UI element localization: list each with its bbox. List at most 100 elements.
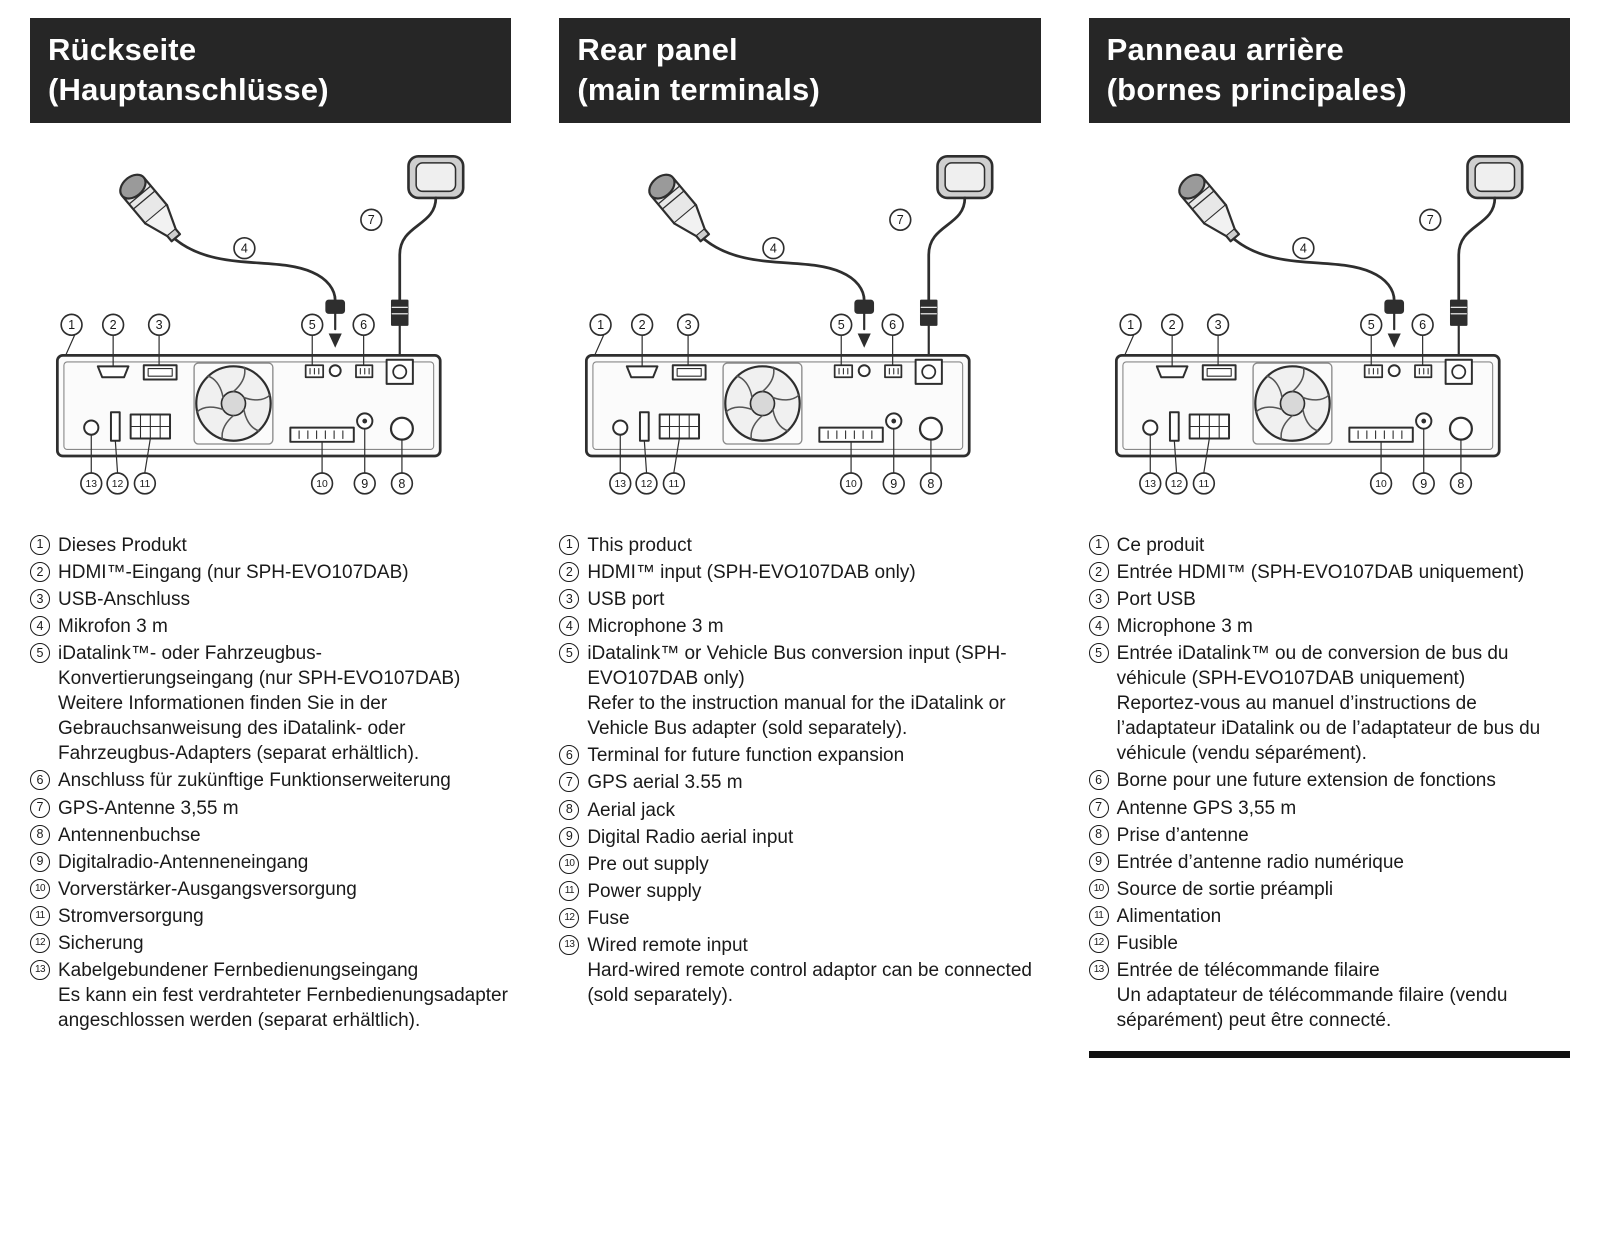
item-text: Entrée HDMI™ (SPH-EVO107DAB uniquement)	[1117, 560, 1570, 585]
gps-antenna-illustration	[1457, 155, 1524, 303]
digital-radio-jack	[356, 412, 374, 431]
callout-9: 9	[882, 472, 906, 495]
list-item: 8 Prise d’antenne	[1088, 823, 1570, 848]
svg-text:2: 2	[1168, 318, 1175, 332]
svg-text:11: 11	[1198, 480, 1209, 491]
svg-text:6: 6	[889, 318, 896, 332]
item-label: Pre out supply	[587, 853, 709, 875]
item-note: Hard-wired remote control adaptor can be…	[587, 959, 1032, 1007]
item-number-badge: 9	[30, 851, 50, 872]
item-label: USB-Anschluss	[58, 588, 190, 610]
svg-text:5: 5	[309, 318, 316, 332]
usb-connector	[142, 364, 178, 381]
item-text: Digitalradio-Antenneneingang	[58, 850, 511, 875]
item-number-badge: 4	[559, 615, 580, 636]
item-number-badge: 12	[30, 932, 50, 953]
item-text: Microphone 3 m	[587, 614, 1040, 639]
item-label: iDatalink™ or Vehicle Bus conversion inp…	[587, 643, 1007, 690]
rear-panel-diagram-german: 1 2 3 4 5 6 7 8 9 10 11 12 13	[30, 141, 511, 518]
fuse	[1168, 411, 1180, 443]
item-label: Stromversorgung	[58, 905, 204, 927]
item-number-badge: 3	[559, 588, 580, 609]
item-label: Sicherung	[58, 932, 144, 954]
idatalink-connector	[1363, 364, 1383, 379]
idatalink-connector	[304, 364, 325, 379]
callout-7: 7	[1418, 208, 1442, 232]
insert-arrow-icon	[328, 333, 342, 349]
header-line-1: Rückseite	[48, 32, 197, 67]
item-label: Borne pour une future extension de fonct…	[1116, 770, 1496, 792]
svg-text:12: 12	[641, 480, 653, 491]
callout-12: 12	[1164, 472, 1188, 495]
fan	[193, 362, 274, 446]
expansion-connector	[1413, 364, 1432, 379]
header-line-1: Panneau arrière	[1106, 32, 1345, 67]
microphone-jack	[858, 364, 871, 378]
manual-page: Rückseite (Hauptanschlüsse)	[30, 18, 1570, 1059]
digital-radio-jack	[1414, 412, 1433, 431]
item-label: Fusible	[1116, 932, 1178, 954]
item-label: Ce produit	[1116, 534, 1205, 556]
item-text: USB port	[587, 587, 1040, 612]
item-number-badge: 8	[30, 824, 50, 845]
expansion-connector	[884, 364, 903, 379]
item-label: GPS-Antenne 3,55 m	[58, 797, 239, 819]
gps-antenna-illustration	[398, 155, 465, 303]
item-number-badge: 5	[30, 643, 50, 664]
item-label: Wired remote input	[587, 934, 748, 956]
list-item: 4 Microphone 3 m	[559, 614, 1040, 639]
svg-text:12: 12	[112, 480, 124, 491]
callout-8: 8	[920, 472, 943, 495]
item-note: Es kann ein fest verdrahteter Fernbedien…	[58, 985, 508, 1032]
idatalink-connector	[834, 364, 854, 379]
hdmi-connector	[626, 365, 659, 379]
svg-text:10: 10	[846, 480, 858, 491]
expansion-connector	[355, 364, 374, 379]
preout-connector	[289, 426, 355, 444]
svg-text:1: 1	[68, 318, 75, 332]
item-text: Terminal for future function expansion	[587, 743, 1040, 768]
svg-text:13: 13	[615, 480, 627, 491]
callout-2: 2	[1160, 313, 1184, 337]
svg-text:10: 10	[316, 480, 328, 491]
item-text: Antenne GPS 3,55 m	[1117, 796, 1570, 821]
item-label: Mikrofon 3 m	[58, 615, 168, 637]
gps-plug	[1449, 299, 1468, 361]
item-label: Prise d’antenne	[1116, 824, 1249, 846]
svg-text:7: 7	[897, 213, 904, 227]
item-text: HDMI™ input (SPH-EVO107DAB only)	[587, 560, 1040, 585]
microphone-illustration	[648, 174, 711, 243]
callout-5: 5	[830, 313, 853, 337]
microphone-cable	[1232, 238, 1396, 303]
microphone-plug	[854, 299, 875, 349]
leader-lines	[65, 334, 403, 474]
item-number-badge: 10	[30, 878, 50, 899]
item-label: Microphone 3 m	[587, 615, 724, 637]
item-label: Power supply	[587, 880, 702, 902]
item-number-badge: 8	[1088, 824, 1109, 845]
svg-text:3: 3	[1214, 318, 1221, 332]
callout-3: 3	[677, 313, 700, 337]
item-number-badge: 10	[1088, 878, 1109, 899]
item-number-badge: 9	[559, 826, 580, 847]
callout-9: 9	[1412, 472, 1435, 495]
callout-9: 9	[353, 472, 376, 495]
microphone-illustration	[1177, 174, 1240, 243]
svg-text:13: 13	[1144, 480, 1156, 491]
aerial-jack	[389, 417, 414, 442]
item-text: Power supply	[587, 879, 1040, 904]
wired-remote-jack	[1141, 419, 1159, 437]
list-item: 9 Digitalradio-Antenneneingang	[30, 850, 511, 875]
svg-text:4: 4	[241, 242, 248, 256]
svg-text:13: 13	[85, 480, 97, 491]
item-text: Prise d’antenne	[1117, 823, 1570, 848]
svg-text:6: 6	[1419, 318, 1426, 332]
microphone-illustration	[119, 174, 182, 243]
callout-11: 11	[133, 472, 157, 495]
